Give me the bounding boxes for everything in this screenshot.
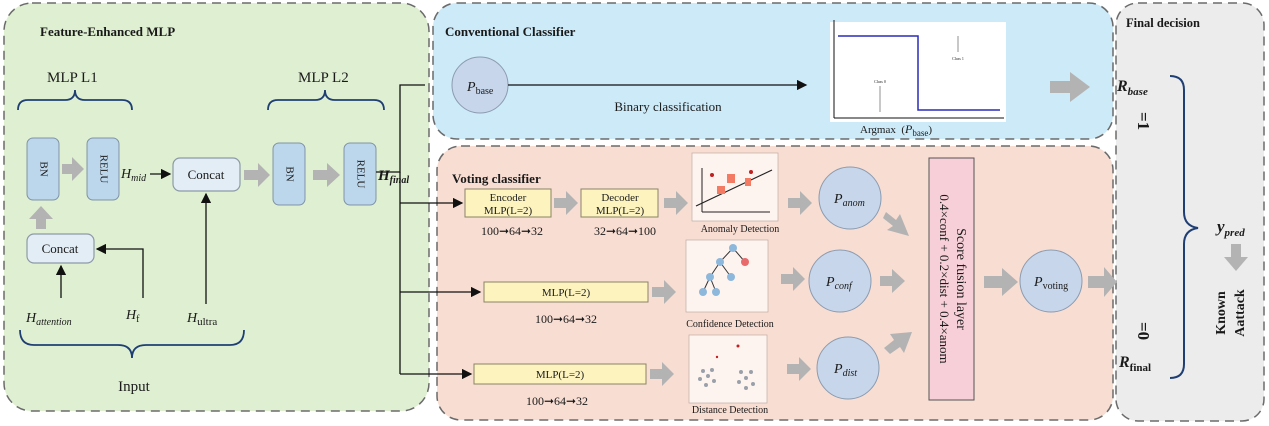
score-fusion-layer: Score fusion layer 0.4×conf + 0.2×dist +… <box>928 157 975 401</box>
mlp-dist-block: MLP(L=2) <box>473 363 647 385</box>
encoder-block: Encoder MLP(L=2) <box>464 188 552 218</box>
mini-plot-right-label: Class 1 <box>952 56 964 61</box>
r-final-eq: =0 <box>1134 322 1153 340</box>
gray-arrow-anom-p <box>788 191 812 215</box>
final-brace <box>1169 75 1199 379</box>
p-anom-label: Panom <box>833 192 865 209</box>
hfinal-branch-line <box>376 84 425 173</box>
gray-arrow-conv-final <box>1050 72 1090 102</box>
decoder-label: Decoder <box>601 192 639 204</box>
y-pred-label: ypred <box>1215 217 1245 239</box>
confidence-detection-label: Confidence Detection <box>686 319 773 330</box>
concat-label-bottom: Concat <box>42 241 79 256</box>
gray-arrow-conf-p <box>781 267 805 291</box>
gray-arrow-fusion-voting <box>984 268 1018 296</box>
known-label: Known <box>1214 291 1229 335</box>
concat-label-top: Concat <box>188 167 225 182</box>
p-dist-label: Pdist <box>833 362 857 379</box>
gray-arrow-enc-dec <box>554 191 578 215</box>
anomaly-detection-image <box>691 152 779 222</box>
mlp-dist-label: MLP(L=2) <box>536 369 585 381</box>
mlp-l2-label: MLP L2 <box>298 70 349 86</box>
anomaly-detection-label: Anomaly Detection <box>701 224 780 235</box>
r-base-label: Rbase <box>1116 78 1148 98</box>
mlp-l1-brace <box>17 89 133 111</box>
gray-arrow-pconf-fusion <box>880 269 905 293</box>
voting-panel-title: Voting classifier <box>452 171 541 186</box>
mlp-dist-dims: 100➞64➞32 <box>526 394 588 408</box>
gray-arrow-panom-fusion <box>883 212 909 236</box>
relu-block-2: RELU <box>343 142 377 206</box>
r-base-eq: =1 <box>1134 112 1153 130</box>
argmax-label: Argmax (Pbase) <box>860 122 932 138</box>
mlp-conf-label: MLP(L=2) <box>542 287 591 299</box>
mlp-l2-brace <box>267 89 385 111</box>
mlp-panel-title: Feature-Enhanced MLP <box>40 24 175 39</box>
decoder-dims: 32➞64➞100 <box>594 224 656 238</box>
encoder-mlp-label: MLP(L=2) <box>484 205 533 217</box>
encoder-label: Encoder <box>490 192 527 204</box>
gray-arrow-voting-final <box>1088 267 1117 297</box>
p-dist-node <box>816 336 880 400</box>
p-conf-node <box>808 249 872 313</box>
p-voting-node <box>1019 249 1083 313</box>
distance-detection-image <box>688 334 768 404</box>
gray-arrow-bn-relu-2 <box>313 163 340 187</box>
bn-label-2: BN <box>283 166 295 181</box>
concat-block-bottom: Concat <box>26 233 95 264</box>
final-panel <box>1115 2 1265 422</box>
bn-label-1: BN <box>37 161 49 176</box>
mini-plot-left-label: Class 0 <box>874 79 886 84</box>
fusion-title: Score fusion layer <box>953 228 968 330</box>
gray-arrow-ypred-known <box>1224 244 1248 271</box>
input-brace <box>19 329 245 359</box>
attack-label: Aattack <box>1233 289 1248 337</box>
argmax-mini-plot: Class 0 Class 1 <box>830 20 1006 122</box>
relu-label-1: RELU <box>97 155 109 184</box>
distance-detection-label: Distance Detection <box>692 405 768 416</box>
r-final-label: Rfinal <box>1118 354 1151 374</box>
relu-label-2: RELU <box>354 160 366 189</box>
binary-classification-label: Binary classification <box>614 99 722 114</box>
fusion-formula: 0.4×conf + 0.2×dist + 0.4×anom <box>937 194 952 363</box>
p-base-node <box>451 56 509 114</box>
gray-arrow-mlpconf-conf <box>652 280 676 304</box>
final-panel-title: Final decision <box>1126 16 1200 30</box>
gray-arrow-dist-p <box>787 357 811 381</box>
gray-arrow-bn-relu-1 <box>62 157 84 181</box>
confidence-detection-image <box>685 239 769 313</box>
p-conf-label: Pconf <box>825 275 853 292</box>
arrow-hf-concat <box>95 243 144 298</box>
mlp-l1-label: MLP L1 <box>47 70 98 86</box>
encoder-dims: 100➞64➞32 <box>481 224 543 238</box>
gray-arrow-concat-bn-up <box>29 206 53 229</box>
input-label: Input <box>118 379 150 395</box>
mlp-conf-dims: 100➞64➞32 <box>535 312 597 326</box>
p-anom-node <box>818 166 882 230</box>
gray-arrow-pdist-fusion <box>884 332 912 354</box>
mlp-panel <box>3 2 430 412</box>
h-mid-label: Hmid <box>120 167 147 184</box>
concat-block-top: Concat <box>172 157 241 192</box>
mlp-conf-block: MLP(L=2) <box>483 281 649 303</box>
conventional-panel-title: Conventional Classifier <box>445 24 576 39</box>
bn-block-1: BN <box>26 137 60 201</box>
p-voting-label: Pvoting <box>1033 275 1068 292</box>
bn-block-2: BN <box>272 142 306 206</box>
gray-arrow-mlpdist-dist <box>650 362 674 386</box>
h-attention-label: Hattention <box>25 311 72 328</box>
h-ultra-label: Hultra <box>186 311 217 328</box>
h-f-label: Hf <box>125 308 140 325</box>
decoder-block: Decoder MLP(L=2) <box>580 188 659 218</box>
gray-arrow-concat-bn-2 <box>244 163 270 187</box>
decoder-mlp-label: MLP(L=2) <box>596 205 645 217</box>
relu-block-1: RELU <box>86 137 120 201</box>
p-base-label: Pbase <box>466 80 494 97</box>
gray-arrow-dec-anomaly <box>664 191 688 215</box>
